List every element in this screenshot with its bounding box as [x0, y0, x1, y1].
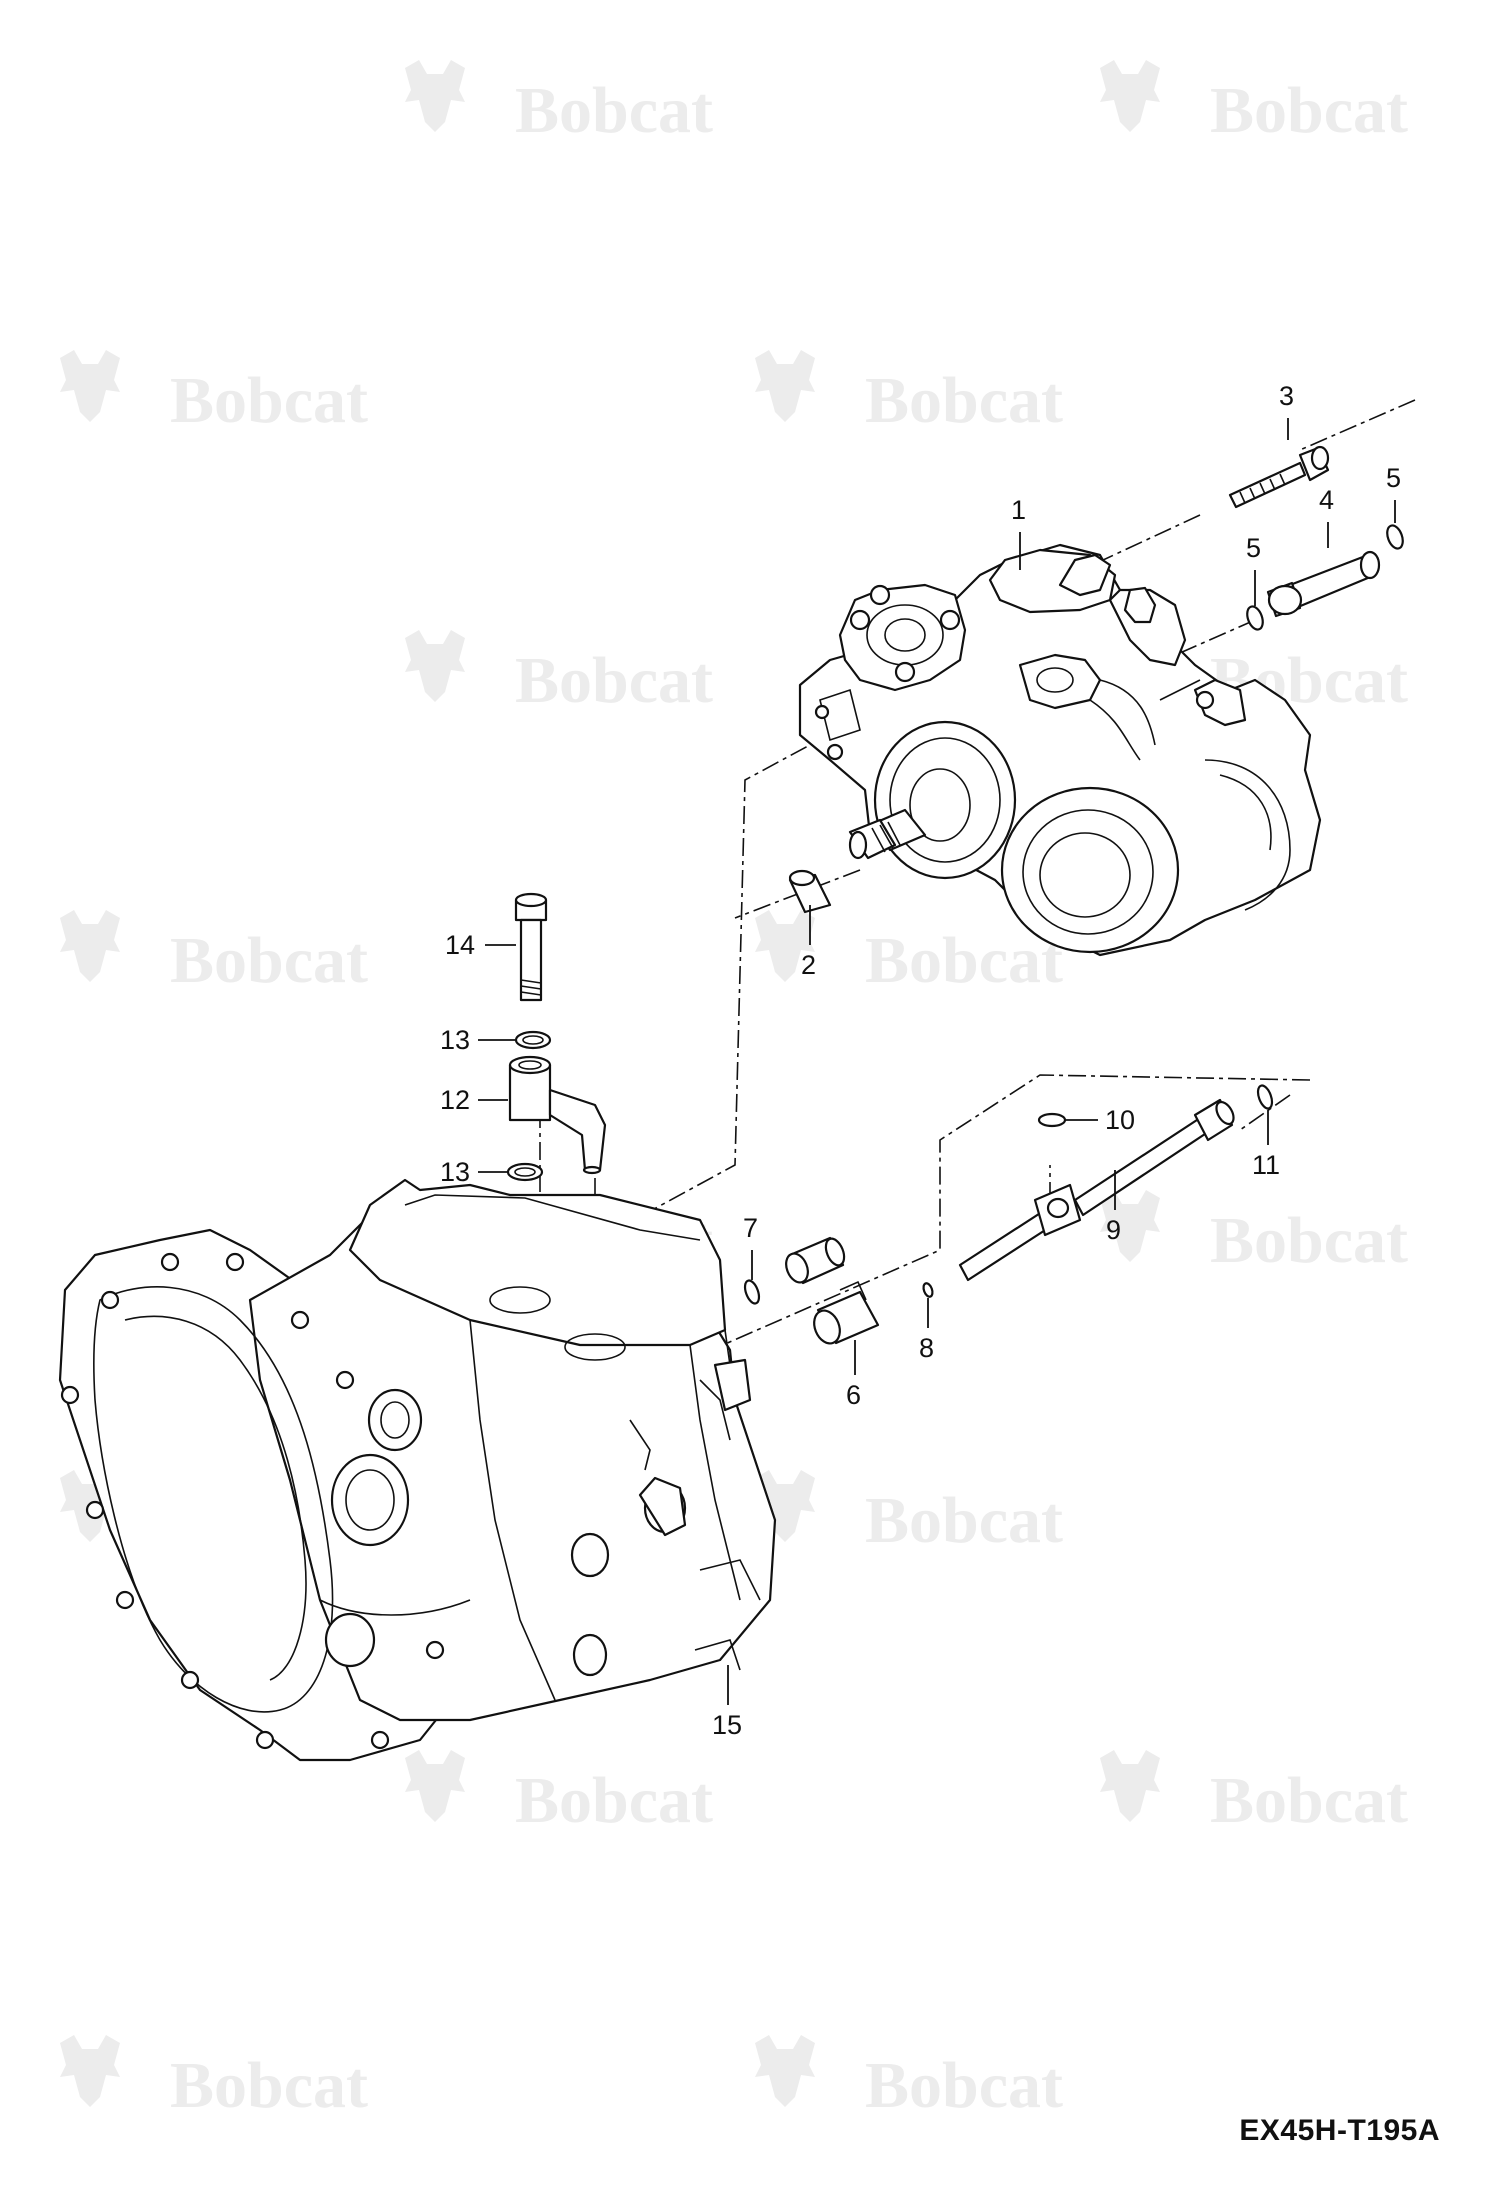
- callout-2: 2: [801, 950, 817, 980]
- callout-13-top: 13: [440, 1025, 471, 1055]
- hydraulic-pump: [798, 543, 1322, 957]
- sleeve-part-6: [813, 1280, 880, 1345]
- o-ring-part-8: [922, 1282, 934, 1298]
- plug-part-2: [788, 869, 832, 914]
- o-rings-part-5: [1246, 524, 1404, 631]
- watermark-text: Bobcat: [170, 924, 368, 997]
- watermark-layer: Bobcat Bobcat Bobcat Bobcat Bobcat Bobca…: [60, 60, 1408, 2122]
- callout-1: 1: [1011, 495, 1027, 525]
- watermark-text: Bobcat: [865, 364, 1063, 437]
- watermark-text: Bobcat: [515, 644, 713, 717]
- watermark-text: Bobcat: [170, 2049, 368, 2122]
- o-ring-part-10: [1037, 1112, 1067, 1128]
- watermark-logo: [405, 630, 465, 702]
- watermark-logo: [405, 60, 465, 132]
- callout-6: 6: [846, 1380, 862, 1410]
- bolt-part-3: [1228, 445, 1330, 509]
- callout-10: 10: [1105, 1105, 1136, 1135]
- watermark-logo: [755, 350, 815, 422]
- watermark-logo: [1100, 1750, 1160, 1822]
- callout-11: 11: [1252, 1150, 1281, 1180]
- callout-9: 9: [1106, 1215, 1122, 1245]
- callout-8: 8: [919, 1333, 935, 1363]
- watermark-text: Bobcat: [170, 364, 368, 437]
- banjo-fitting-part-12: [508, 1055, 607, 1175]
- transmission-housing: [58, 1178, 777, 1762]
- pipe-part-9: [958, 1098, 1235, 1282]
- watermark-text: Bobcat: [865, 1484, 1063, 1557]
- watermark-text: Bobcat: [1210, 1204, 1408, 1277]
- watermark-text: Bobcat: [865, 2049, 1063, 2122]
- callout-15: 15: [712, 1710, 743, 1740]
- fitting-part-4: [1266, 550, 1381, 618]
- watermark-text: Bobcat: [865, 924, 1063, 997]
- banjo-bolt-part-14: [514, 892, 548, 1002]
- watermark-text: Bobcat: [1210, 74, 1408, 147]
- callout-7: 7: [743, 1213, 759, 1243]
- watermark-text: Bobcat: [515, 1764, 713, 1837]
- callout-3: 3: [1279, 381, 1295, 411]
- callout-12: 12: [440, 1085, 471, 1115]
- callout-14: 14: [445, 930, 476, 960]
- watermark-text: Bobcat: [515, 74, 713, 147]
- seal-part-7: [743, 1236, 846, 1305]
- watermark-logo: [1100, 60, 1160, 132]
- o-ring-part-11: [1256, 1084, 1274, 1110]
- watermark-text: Bobcat: [1210, 1764, 1408, 1837]
- callout-4: 4: [1319, 485, 1335, 515]
- watermark-logo: [755, 2035, 815, 2107]
- watermark-logo: [60, 350, 120, 422]
- watermark-logo: [60, 910, 120, 982]
- callout-leaders: [478, 418, 1396, 1705]
- watermark-logo: [60, 2035, 120, 2107]
- drawing-code: EX45H-T195A: [1239, 2114, 1440, 2147]
- watermark-logo: [405, 1750, 465, 1822]
- callout-5-left: 5: [1246, 533, 1262, 563]
- callout-13-bottom: 13: [440, 1157, 471, 1187]
- sealing-washers-part-13: [506, 1030, 552, 1182]
- callout-5-right: 5: [1386, 463, 1402, 493]
